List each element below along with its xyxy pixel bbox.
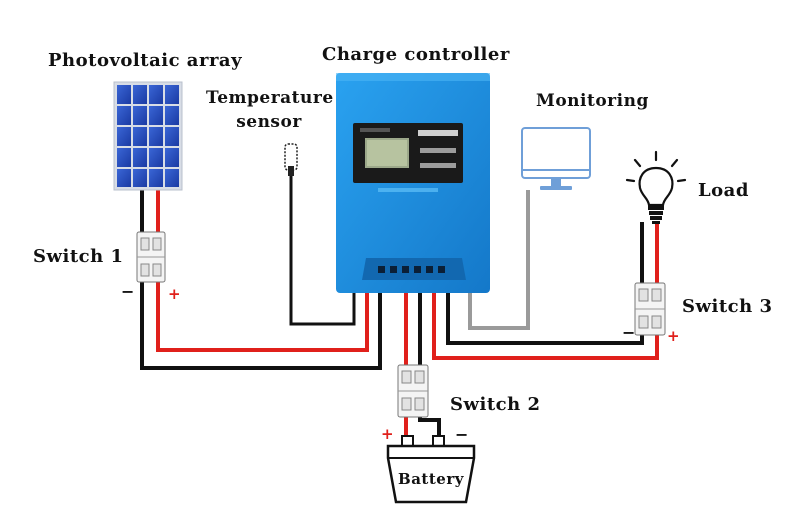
solar-cells: [117, 85, 179, 187]
light-bulb-icon: [625, 150, 687, 224]
switch-1-breaker: [136, 231, 166, 283]
temp-sensor-wire: [289, 175, 356, 326]
monitor-icon: [521, 127, 591, 190]
battery-plus: +: [381, 425, 394, 443]
switch-1-minus: −: [121, 282, 135, 301]
switch-2-breaker: [397, 364, 429, 418]
switch-3-label: Switch 3: [682, 296, 773, 317]
switch-3-minus: −: [622, 323, 636, 342]
switch-1-plus: +: [168, 285, 181, 303]
monitoring-wire: [468, 190, 530, 330]
battery-minus: −: [455, 425, 469, 444]
temperature-probe-icon: [284, 143, 298, 176]
pv-array-label: Photovoltaic array: [48, 50, 243, 71]
monitoring-label: Monitoring: [536, 91, 649, 111]
switch-3-plus: +: [667, 327, 680, 345]
switch-3-breaker: [634, 282, 666, 336]
solar-panel-icon: [113, 81, 183, 191]
switch-2-label: Switch 2: [450, 394, 541, 415]
battery-icon: [386, 435, 476, 504]
breaker-switch-icon: [136, 231, 666, 418]
temp-sensor-label: Temperature sensor: [206, 88, 334, 132]
pv-positive-wire: [156, 190, 369, 352]
charge-controller-icon: [336, 73, 490, 293]
load-label: Load: [698, 180, 749, 201]
controller-label: Charge controller: [322, 44, 510, 65]
battery-negative-wire: [418, 292, 441, 440]
switch-1-label: Switch 1: [33, 246, 124, 267]
battery-label: Battery: [398, 470, 464, 488]
